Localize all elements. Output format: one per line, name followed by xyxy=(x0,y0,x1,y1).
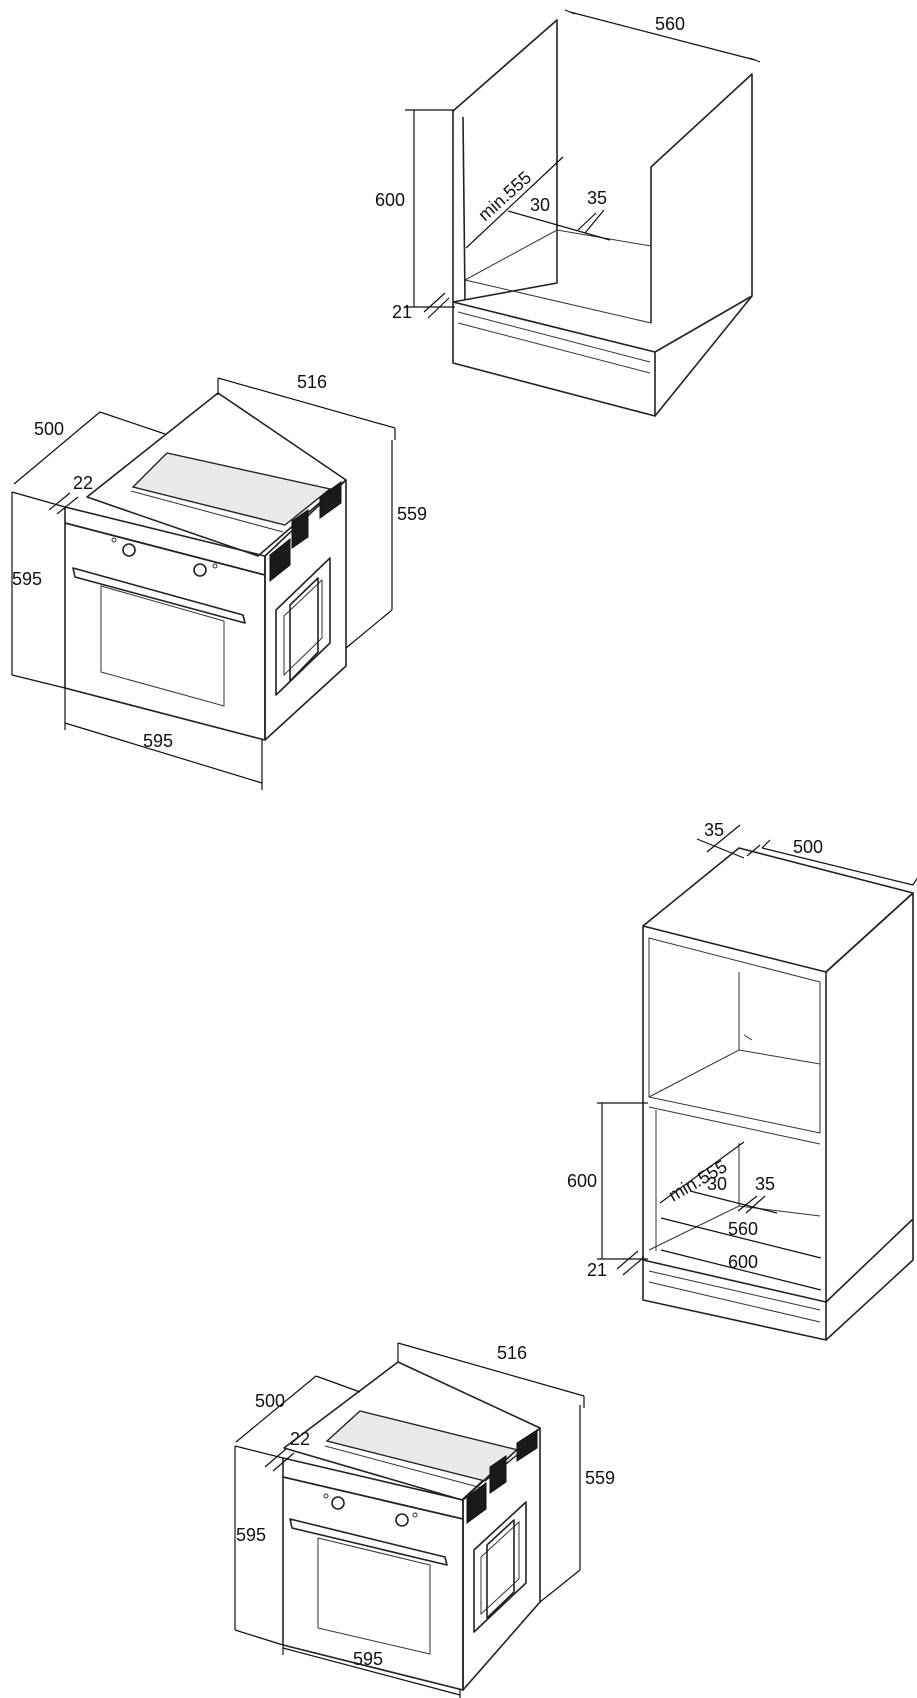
cabinet-bottom-gap-35-label: 35 xyxy=(755,1174,775,1194)
cabinet-bottom-top-500-label: 500 xyxy=(793,837,823,857)
cabinet-top-base-label: 21 xyxy=(392,302,412,322)
cabinet-bottom-inner-560-label: 560 xyxy=(728,1219,758,1239)
oven-bottom-depth-500-label: 500 xyxy=(255,1391,285,1411)
oven-bottom-height-595-label: 595 xyxy=(236,1525,266,1545)
cabinet-top-gap-35-label: 35 xyxy=(587,188,607,208)
oven-bottom: 516 500 22 559 595 595 xyxy=(234,1342,615,1698)
oven-bottom-width-516-label: 516 xyxy=(497,1343,527,1363)
cabinet-top-height-label: 600 xyxy=(375,190,405,210)
oven-top-depth-500-label: 500 xyxy=(34,419,64,439)
oven-top-width-595-label: 595 xyxy=(143,731,173,751)
cabinet-bottom-gap-30-label: 30 xyxy=(707,1174,727,1194)
oven-top-height-559-label: 559 xyxy=(397,504,427,524)
cabinet-bottom-base-label: 21 xyxy=(587,1260,607,1280)
cabinet-top: 560 min.555 30 35 600 21 xyxy=(375,9,761,417)
oven-top-height-595-label: 595 xyxy=(12,569,42,589)
cabinet-bottom: 35 500 600 min.555 30 35 560 600 21 xyxy=(567,820,917,1341)
oven-bottom-height-559-label: 559 xyxy=(585,1468,615,1488)
oven-top-width-516-label: 516 xyxy=(297,372,327,392)
cabinet-bottom-top-35-label: 35 xyxy=(704,820,724,840)
oven-bottom-width-595-label: 595 xyxy=(353,1649,383,1669)
oven-top-front-22-label: 22 xyxy=(73,473,93,493)
cabinet-top-width-label: 560 xyxy=(655,14,685,34)
cabinet-bottom-height-label: 600 xyxy=(567,1171,597,1191)
cabinet-top-gap-30-label: 30 xyxy=(530,195,550,215)
oven-bottom-front-22-label: 22 xyxy=(290,1429,310,1449)
oven-top: 516 500 22 559 595 595 xyxy=(11,372,427,790)
cabinet-bottom-inner-600-label: 600 xyxy=(728,1252,758,1272)
